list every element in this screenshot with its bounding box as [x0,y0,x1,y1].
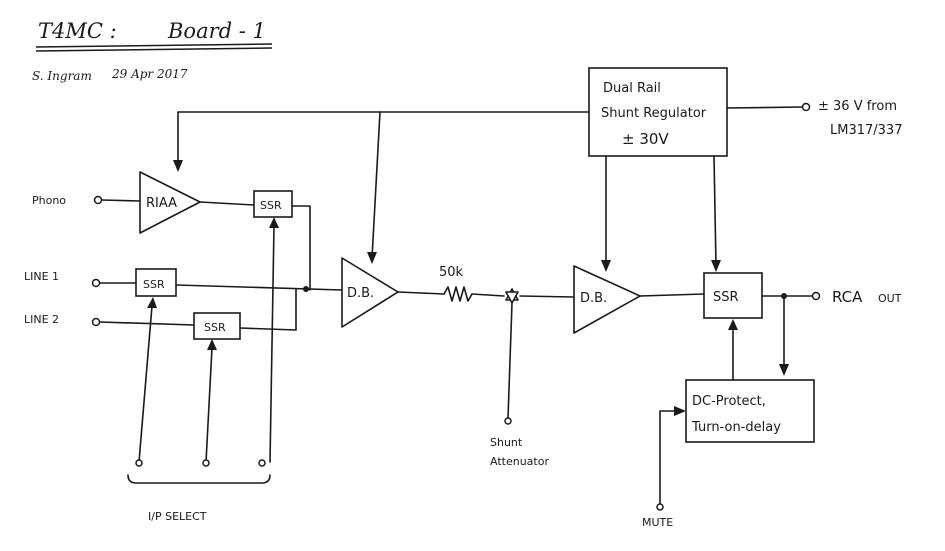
resistor-to-attenuator-wire [471,293,505,297]
title-project: T4MC : [38,19,117,43]
regulator-label-1: Dual Rail [603,81,661,96]
ssr-line1-label: SSR [143,278,165,291]
select-terminal-line2 [202,459,210,467]
ssr-phono-box [253,190,293,218]
rca-terminal [811,291,821,301]
regulator-box [588,67,728,157]
ssr-line1-box [135,268,177,297]
arrow-riaa-power [173,160,183,172]
ssr-line2-box [193,312,241,340]
riaa-amplifier [139,171,201,234]
ssr-output-label: SSR [713,290,739,305]
junction-dot [303,286,309,292]
power-rail [173,111,590,264]
line2-wire [99,321,195,326]
phono-path: Phono RIAA SSR [32,171,311,463]
regulator-label-2: Shunt Regulator [601,106,707,121]
select-label: I/P SELECT [148,510,207,523]
mute-label: MUTE [642,516,673,529]
line1-terminal [91,278,101,288]
line2-path: LINE 2 SSR [24,288,297,463]
title-board: Board - 1 [167,19,266,43]
select-terminal-phono [258,459,266,467]
mute-wire [659,410,677,505]
line1-path: LINE 1 SSR [24,268,343,463]
attenuator-terminal [504,417,512,425]
attenuator-node-down [505,291,519,304]
rail-to-db1 [371,111,381,259]
riaa-to-ssr-wire [199,201,255,206]
db1-out-wire [397,291,445,295]
ssr-line2-label: SSR [204,321,226,334]
dc-protect-box [685,379,815,443]
input-select: I/P SELECT [127,459,271,523]
arrow-ssr-phono-control [269,217,279,228]
supply-wire [726,106,803,109]
select-terminal-line1 [135,459,143,467]
arrow-ssr-out-power [711,260,721,272]
db1-block: D.B. 50k [341,257,505,328]
dc-protect-block: DC-Protect, Turn-on-delay MUTE [642,295,815,529]
arrow-mute [674,406,686,416]
ssr-phono-control [269,225,275,463]
phono-wire [101,199,141,202]
arrow-ssr-line1-control [147,297,157,308]
line1-label: LINE 1 [24,270,59,283]
ssr-line1-to-db-wire [175,284,343,291]
title-underline-2 [35,47,273,52]
ssr-line1-control [138,305,153,463]
select-brace [127,474,271,484]
rail-to-riaa [177,111,590,169]
ssr-line2-out-wire [239,288,297,331]
supply-label-1: ± 36 V from [818,99,897,114]
rca-suffix: OUT [878,292,902,305]
arrow-db2-power [601,260,611,272]
attenuator: Shunt Attenuator [490,288,575,468]
resistor-label: 50k [439,265,464,280]
ssr-output-box [703,272,763,319]
arrow-ssr-line2-control [207,339,217,350]
db2-block: D.B. [573,265,705,334]
attenuator-label-1: Shunt [490,436,523,449]
author-label: S. Ingram [32,69,92,83]
output-ssr-block: SSR RCA OUT [703,272,902,319]
riaa-label: RIAA [146,196,177,211]
arrow-output-sense [779,364,789,376]
date-label: 29 Apr 2017 [111,67,188,81]
db2-amplifier [573,265,641,334]
attenuator-wire [507,302,513,419]
db2-label: D.B. [580,291,607,306]
db1-label: D.B. [347,286,374,301]
mute-terminal [656,503,664,511]
supply-label-2: LM317/337 [830,123,902,138]
regulator-label-3: ± 30V [622,130,669,148]
ssr-phono-label: SSR [260,199,282,212]
rail-to-ssr-out [713,155,717,267]
dc-protect-label-2: Turn-on-delay [691,420,781,435]
arrow-db1-power [367,252,377,264]
db2-out-wire [639,293,705,297]
db1-amplifier [341,257,399,328]
regulator-block: Dual Rail Shunt Regulator ± 30V ± 36 V f… [588,67,902,272]
attenuator-label-2: Attenuator [490,455,549,468]
phono-label: Phono [32,194,66,207]
rca-label: RCA [832,288,863,306]
ssr-line2-control [205,347,213,463]
supply-terminal [801,102,811,112]
title-underline [35,43,273,48]
resistor-50k [443,286,473,302]
dc-protect-label-1: DC-Protect, [692,394,766,409]
ssr-phono-out-wire [291,205,311,291]
phono-terminal [93,195,103,205]
attenuator-to-db2-wire [519,295,575,298]
line2-terminal [91,317,101,327]
header: T4MC : Board - 1 S. Ingram 29 Apr 2017 [32,19,273,83]
arrow-dc-protect-control [728,319,738,330]
line2-label: LINE 2 [24,313,59,326]
